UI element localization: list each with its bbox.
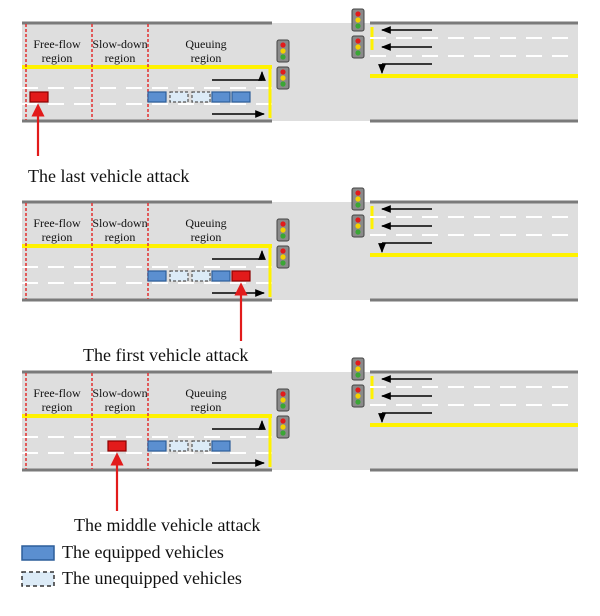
scenario-caption: The last vehicle attack: [28, 166, 189, 186]
signal-red-light: [355, 217, 361, 223]
legend-equipped-label: The equipped vehicles: [62, 542, 224, 562]
signal-green-light: [280, 54, 286, 60]
equipped-vehicle: [211, 440, 231, 452]
signal-yellow-light: [355, 393, 361, 399]
signal-yellow-light: [280, 75, 286, 81]
signal-green-light: [355, 50, 361, 56]
attack-vehicle: [107, 440, 127, 452]
signal-red-light: [280, 221, 286, 227]
slow-down-region-label-line2: region: [105, 400, 136, 414]
attack-vehicle: [231, 270, 251, 282]
traffic-signal-left-upper: [276, 388, 290, 412]
signal-red-light: [280, 418, 286, 424]
signal-red-light: [355, 11, 361, 17]
scenario-caption: The first vehicle attack: [83, 345, 248, 365]
equipped-vehicle: [147, 270, 167, 282]
signal-green-light: [355, 372, 361, 378]
signal-green-light: [355, 229, 361, 235]
equipped-vehicle: [231, 91, 251, 103]
scenario-1: Free-flowregionSlow-downregionQueuingreg…: [22, 8, 578, 186]
free-flow-region-label-line2: region: [42, 230, 73, 244]
signal-yellow-light: [280, 397, 286, 403]
traffic-signal-right-lower: [351, 214, 365, 238]
signal-green-light: [355, 399, 361, 405]
free-flow-region-label-line2: region: [42, 51, 73, 65]
free-flow-region-label-line1: Free-flow: [33, 386, 81, 400]
legend-unequipped-swatch: [21, 571, 55, 587]
queuing-region-label-line2: region: [191, 400, 222, 414]
signal-red-light: [280, 42, 286, 48]
signal-red-light: [355, 360, 361, 366]
slow-down-region-label-line2: region: [105, 51, 136, 65]
signal-yellow-light: [280, 48, 286, 54]
equipped-vehicle: [211, 91, 231, 103]
attack-vehicle: [29, 91, 49, 103]
signal-green-light: [280, 430, 286, 436]
slow-down-region-label-line1: Slow-down: [92, 386, 147, 400]
signal-red-light: [355, 190, 361, 196]
unequipped-vehicle: [169, 270, 189, 282]
signal-yellow-light: [355, 17, 361, 23]
traffic-signal-right-lower: [351, 35, 365, 59]
equipped-vehicle: [211, 270, 231, 282]
traffic-signal-right-upper: [351, 187, 365, 211]
signal-red-light: [355, 38, 361, 44]
signal-red-light: [355, 387, 361, 393]
equipped-vehicle: [147, 91, 167, 103]
signal-green-light: [280, 81, 286, 87]
signal-green-light: [355, 202, 361, 208]
traffic-signal-left-lower: [276, 415, 290, 439]
signal-green-light: [280, 233, 286, 239]
signal-red-light: [280, 69, 286, 75]
traffic-signal-left-lower: [276, 245, 290, 269]
traffic-signal-left-upper: [276, 218, 290, 242]
scenario-caption: The middle vehicle attack: [74, 515, 260, 535]
signal-yellow-light: [355, 223, 361, 229]
right-road-surface: [370, 23, 578, 121]
right-road-surface: [370, 372, 578, 470]
traffic-signal-left-upper: [276, 39, 290, 63]
queuing-region-label-line1: Queuing: [185, 37, 226, 51]
free-flow-region-label-line2: region: [42, 400, 73, 414]
slow-down-region-label-line2: region: [105, 230, 136, 244]
free-flow-region-label-line1: Free-flow: [33, 216, 81, 230]
traffic-signal-left-lower: [276, 66, 290, 90]
signal-yellow-light: [355, 366, 361, 372]
traffic-signal-right-upper: [351, 357, 365, 381]
signal-yellow-light: [280, 227, 286, 233]
equipped-vehicle: [147, 440, 167, 452]
signal-yellow-light: [355, 196, 361, 202]
queuing-region-label-line2: region: [191, 230, 222, 244]
right-road-surface: [370, 202, 578, 300]
legend-unequipped-label: The unequipped vehicles: [62, 568, 242, 588]
free-flow-region-label-line1: Free-flow: [33, 37, 81, 51]
signal-red-light: [280, 391, 286, 397]
queuing-region-label-line2: region: [191, 51, 222, 65]
slow-down-region-label-line1: Slow-down: [92, 37, 147, 51]
queuing-region-label-line1: Queuing: [185, 386, 226, 400]
signal-red-light: [280, 248, 286, 254]
signal-green-light: [355, 23, 361, 29]
unequipped-vehicle: [191, 91, 211, 103]
signal-yellow-light: [280, 254, 286, 260]
legend-equipped-swatch: [21, 545, 55, 561]
signal-yellow-light: [355, 44, 361, 50]
scenario-2: Free-flowregionSlow-downregionQueuingreg…: [22, 187, 578, 365]
slow-down-region-label-line1: Slow-down: [92, 216, 147, 230]
scenario-3: Free-flowregionSlow-downregionQueuingreg…: [22, 357, 578, 535]
signal-green-light: [280, 260, 286, 266]
unequipped-vehicle: [169, 440, 189, 452]
traffic-signal-right-upper: [351, 8, 365, 32]
traffic-signal-right-lower: [351, 384, 365, 408]
signal-green-light: [280, 403, 286, 409]
unequipped-vehicle: [191, 270, 211, 282]
unequipped-vehicle: [169, 91, 189, 103]
unequipped-vehicle: [191, 440, 211, 452]
signal-yellow-light: [280, 424, 286, 430]
queuing-region-label-line1: Queuing: [185, 216, 226, 230]
